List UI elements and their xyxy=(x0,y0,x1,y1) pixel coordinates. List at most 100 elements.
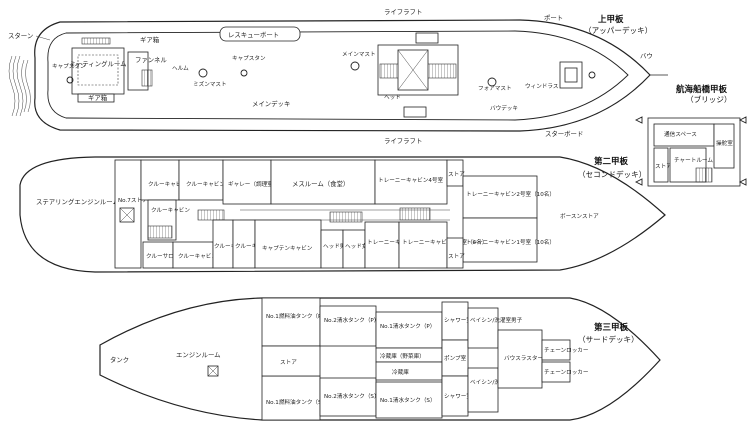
head-female-label: ヘッド女子 xyxy=(345,242,373,250)
no1-fresh-tank-p xyxy=(375,311,443,349)
second-deck-subtitle: （セコンドデッキ） xyxy=(578,169,646,179)
shower-male-label: シャワー室男子 xyxy=(444,316,484,324)
no2-fresh-p-label: No.2清水タンク（P） xyxy=(324,316,379,324)
fore-mast-label: フォアマスト xyxy=(478,85,512,92)
upper-deck: ミーティングルーム ギア箱 ギア箱 ファンネル キャプスタン キャプスタン ヘル… xyxy=(8,8,668,145)
chain-locker-1-label: チェーンロッカー xyxy=(544,347,589,354)
windlass-label: ウィンドラス xyxy=(525,82,559,90)
upper-deck-hull xyxy=(34,19,651,132)
crew-salon-label: クルーサロン xyxy=(146,253,180,260)
capstan-left-label: キャプスタン xyxy=(52,62,86,70)
no1-fuel-tank-p xyxy=(261,297,321,347)
trainee-cabin-3 xyxy=(398,221,448,269)
crew-cabin-2 xyxy=(178,159,224,201)
bridge-store xyxy=(653,147,669,183)
store-top xyxy=(446,159,464,187)
second-deck: 第二甲板 （セコンドデッキ） ステアリングエンジンルーム No.7ストア クルー… xyxy=(19,156,666,273)
crew-cabin-3-label: クルーキャビン xyxy=(151,206,190,214)
shower-female xyxy=(441,375,469,417)
rescue-boat xyxy=(219,26,301,42)
meeting-room xyxy=(71,47,125,95)
bridge-deck: 航海船橋甲板 （ブリッジ） 通信スペース 操舵室 ストア チャートルーム xyxy=(634,84,747,187)
shower-male xyxy=(441,301,469,341)
funnel-label: ファンネル xyxy=(135,56,167,64)
store-top-label: ストア xyxy=(448,171,465,178)
crew-cabin-1-label: クルーキャビン xyxy=(148,180,187,188)
main-mast-label: メインマスト xyxy=(342,51,376,58)
no1-fuel-p-label: No.1燃料油タンク（P） xyxy=(266,312,327,320)
no1-fuel-tank-s xyxy=(261,375,321,421)
crew-cabin-2-label: クルーキャビン xyxy=(186,180,225,188)
trainee-cabin-5 xyxy=(364,221,400,269)
trainee-cabin-1 xyxy=(462,217,538,263)
crew-salon xyxy=(142,241,174,269)
bow-thruster-label: バウスラスター xyxy=(504,354,543,362)
no1-fresh-s-label: No.1清水タンク（S） xyxy=(380,396,436,404)
store-bottom xyxy=(446,237,464,269)
liferaft-top-label: ライフラフト xyxy=(384,8,422,16)
trainee-cabin-2 xyxy=(462,175,538,219)
gear-box-top xyxy=(81,37,111,45)
capstan-icon xyxy=(66,76,74,84)
shower-female-label: シャワー室女子 xyxy=(444,392,484,400)
rescue-boat-label: レスキューボート xyxy=(228,31,279,39)
pump-room xyxy=(441,339,469,377)
no2-fresh-s-label: No.2清水タンク（S） xyxy=(324,392,380,400)
second-deck-title: 第二甲板 xyxy=(594,156,629,167)
tank-label: タンク xyxy=(110,355,129,364)
chain-locker-1 xyxy=(541,339,571,361)
trainee-3-label: トレーニーキャビン3号室（4名） xyxy=(402,238,487,246)
comm-space-label: 通信スペース xyxy=(664,130,697,138)
fridge xyxy=(375,361,443,381)
no2-fresh-tank-p xyxy=(319,305,377,347)
liferaft-bottom-label: ライフラフト xyxy=(384,137,422,145)
head-male-label: ヘッド男子 xyxy=(323,243,351,250)
chain-locker-2-label: チェーンロッカー xyxy=(544,369,589,376)
wash-room-male xyxy=(467,307,499,349)
trainee-1-label: トレーニーキャビン1号室（10名） xyxy=(466,238,555,246)
bow-label: バウ xyxy=(640,52,653,60)
fore-mast-icon xyxy=(487,77,497,87)
cold-veg-label: 冷蔵庫（野菜庫） xyxy=(380,352,425,360)
mizzen-mast-icon xyxy=(198,68,208,78)
wash-male-label: ベイシン/洗濯室男子 xyxy=(470,316,523,324)
third-deck: 第三甲板 （サードデッキ） タンク エンジンルーム No.1燃料油タンク（P） … xyxy=(99,297,661,421)
boatswain-store-label: ボースンストア xyxy=(560,212,599,220)
captain-cabin-label: キャプテンキャビン xyxy=(262,244,313,252)
bow-deck-label: バウデッキ xyxy=(490,104,518,112)
galley xyxy=(222,159,272,205)
no7-store-label: No.7ストア xyxy=(118,197,148,204)
stern-label: スターン xyxy=(8,31,33,40)
meeting-room-label: ミーティングルーム xyxy=(70,59,127,68)
chain-locker-2 xyxy=(541,361,571,383)
bridge-title: 航海船橋甲板 xyxy=(676,84,728,95)
third-deck-subtitle: （サードデッキ） xyxy=(578,334,639,344)
third-store-label: ストア xyxy=(280,359,297,366)
steering-engine-label: ステアリングエンジンルーム xyxy=(36,197,119,206)
no1-fresh-tank-s xyxy=(375,381,443,419)
trainee-cabin-4 xyxy=(374,159,448,205)
main-mast-icon xyxy=(350,61,360,71)
starboard-label: スターボード xyxy=(545,129,583,138)
bow-thruster xyxy=(497,329,543,389)
capstan-icon xyxy=(240,69,248,77)
wash-room-female xyxy=(467,367,499,413)
capstan-icon xyxy=(588,71,596,79)
capstan-mid-label: キャプスタン xyxy=(232,54,266,62)
crew-cabin-4 xyxy=(172,241,214,269)
upper-deck-title: 上甲板 xyxy=(598,14,624,25)
crew-cabin-4-label: クルーキャビン xyxy=(178,252,217,260)
steering-room xyxy=(713,123,735,169)
wash-female-label: ベイシン/洗濯室女子 xyxy=(470,378,523,386)
steering-room-label: 操舵室 xyxy=(716,139,733,147)
mizzen-mast-label: ミズンマスト xyxy=(193,80,227,88)
pump-room-label: ポンプ室 xyxy=(444,354,467,362)
store-bottom-label: ストア xyxy=(448,253,465,260)
third-store xyxy=(261,345,321,377)
rope-coil-icon xyxy=(8,55,31,117)
mess-room xyxy=(270,159,376,205)
liferaft-bottom-box xyxy=(403,106,427,118)
port-label: ポート xyxy=(544,14,563,22)
trainee-2-label: トレーニーキャビン2号室（10名） xyxy=(466,190,555,198)
